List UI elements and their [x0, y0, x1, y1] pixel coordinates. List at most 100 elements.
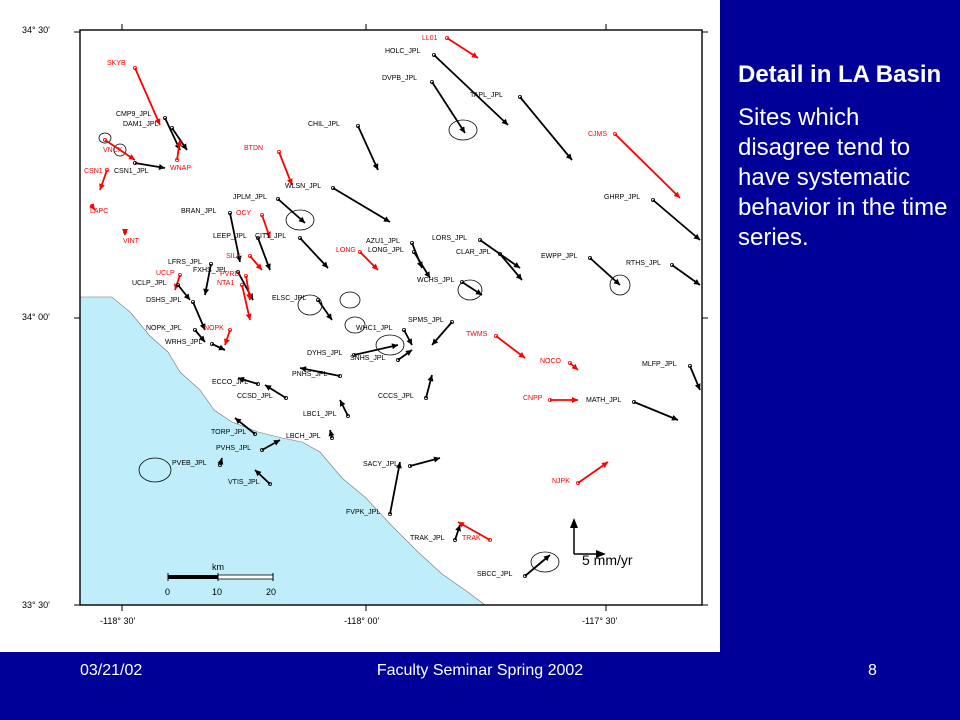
station-label: SBCC_JPL: [477, 571, 513, 578]
vector-arrowhead: [154, 118, 161, 125]
station-label: SACY_JPL: [363, 461, 398, 468]
velocity-vector: [277, 198, 306, 224]
station-label: LBCH_JPL: [286, 433, 321, 440]
station-marker: [548, 397, 553, 402]
velocity-vector: [446, 37, 479, 59]
station-marker: [613, 131, 618, 136]
scale-tick-0: 0: [165, 587, 170, 597]
lon-label-11830: -118° 30': [100, 616, 135, 626]
vector-arrowhead: [613, 278, 620, 285]
station-marker: [411, 249, 416, 254]
station-label: MATH_JPL: [586, 397, 621, 404]
velocity-vector: [577, 461, 609, 484]
station-label: NTA1: [217, 280, 234, 287]
station-label: HOLC_JPL: [385, 48, 421, 55]
vector-arrowhead: [395, 462, 402, 469]
error-ellipse: [138, 457, 172, 483]
station-marker: [217, 462, 222, 467]
vector-arrowhead: [298, 216, 305, 223]
station-marker: [395, 357, 400, 362]
vector-arrowhead: [693, 233, 700, 240]
vector-arrowhead: [265, 263, 271, 270]
error-ellipse: [113, 143, 127, 157]
station-marker: [174, 157, 179, 162]
station-marker: [103, 137, 108, 142]
station-label: LEEP_JPL: [213, 233, 247, 240]
velocity-vector: [229, 212, 241, 263]
station-label: CCSD_JPL: [237, 393, 273, 400]
station-label: EWPP_JPL: [541, 253, 578, 260]
station-label: DAM1_JPL: [123, 121, 159, 128]
station-marker: [670, 262, 675, 267]
station-marker: [337, 373, 342, 378]
station-marker: [169, 126, 174, 131]
vector-arrowhead: [432, 338, 439, 345]
station-label: LBC1_JPL: [303, 411, 337, 418]
station-label: DYHS_JPL: [307, 350, 343, 357]
station-label: PNHS_JPL: [292, 371, 328, 378]
page-number: 8: [868, 662, 877, 679]
slide-title: Detail in LA Basin: [738, 61, 942, 88]
error-ellipse: [98, 132, 112, 144]
station-label: SILK: [226, 253, 242, 260]
error-ellipse: [609, 274, 631, 296]
station-marker: [477, 237, 482, 242]
station-label: CHIL_JPL: [308, 121, 340, 128]
station-label: VNCX: [103, 147, 123, 154]
station-label: WCHS_JPL: [417, 277, 454, 284]
vector-arrowhead: [673, 191, 680, 198]
station-marker: [487, 538, 492, 543]
vector-arrowhead: [287, 178, 293, 185]
station-label: ELSC_JPL: [272, 295, 306, 302]
station-label: UCLP_JPL: [132, 280, 167, 287]
velocity-vector: [433, 54, 509, 126]
station-marker: [162, 116, 167, 121]
vector-arrowhead: [475, 289, 482, 295]
station-marker: [208, 261, 213, 266]
station-marker: [259, 212, 264, 217]
station-marker: [209, 341, 214, 346]
station-marker: [518, 95, 523, 100]
station-marker: [407, 463, 412, 468]
velocity-vector: [357, 125, 379, 171]
error-ellipse: [457, 279, 483, 301]
station-label: CSN1: [84, 168, 103, 175]
station-label: TRAK_JPL: [410, 535, 445, 542]
station-label: SPMS_JPL: [408, 317, 444, 324]
velocity-vector: [652, 199, 701, 241]
error-ellipse: [530, 551, 560, 573]
vector-arrowhead: [199, 323, 206, 330]
station-label: WHC1_JPL: [356, 325, 393, 332]
station-label: VTIS_JPL: [228, 479, 260, 486]
map-panel: 34° 30' 34° 00' 33° 30' -118° 30' -118° …: [0, 0, 720, 652]
vector-arrowhead: [255, 263, 262, 270]
station-label: CLAR_JPL: [456, 249, 491, 256]
station-marker: [276, 149, 281, 154]
station-label: CJMS: [588, 131, 607, 138]
vector-arrowhead: [433, 456, 440, 463]
station-label: SNHS_JPL: [350, 355, 386, 362]
scale-tick-20: 20: [266, 587, 276, 597]
station-marker: [105, 167, 110, 172]
vector-arrowhead: [326, 313, 332, 320]
station-label: TWMS: [466, 331, 488, 338]
footer-date: 03/21/02: [80, 662, 143, 679]
velocity-vector: [457, 521, 491, 541]
station-label: NOPK: [204, 325, 224, 332]
vector-arrowhead: [198, 335, 205, 342]
station-marker: [259, 447, 264, 452]
station-label: LL01: [422, 35, 438, 42]
vector-arrowhead: [571, 363, 578, 370]
station-label: TRAK: [462, 535, 481, 542]
station-label: BTDN: [244, 145, 263, 152]
station-marker: [387, 512, 392, 517]
scale-unit: km: [212, 562, 224, 572]
station-marker: [459, 279, 464, 284]
vector-arrowhead: [158, 164, 165, 170]
vector-arrowhead: [217, 458, 224, 465]
error-ellipse: [448, 119, 478, 141]
station-label: PVRD: [220, 271, 239, 278]
vector-arrowhead: [405, 350, 412, 356]
station-label: PVEB_JPL: [172, 460, 207, 467]
station-label: CMP9_JPL: [116, 111, 152, 118]
